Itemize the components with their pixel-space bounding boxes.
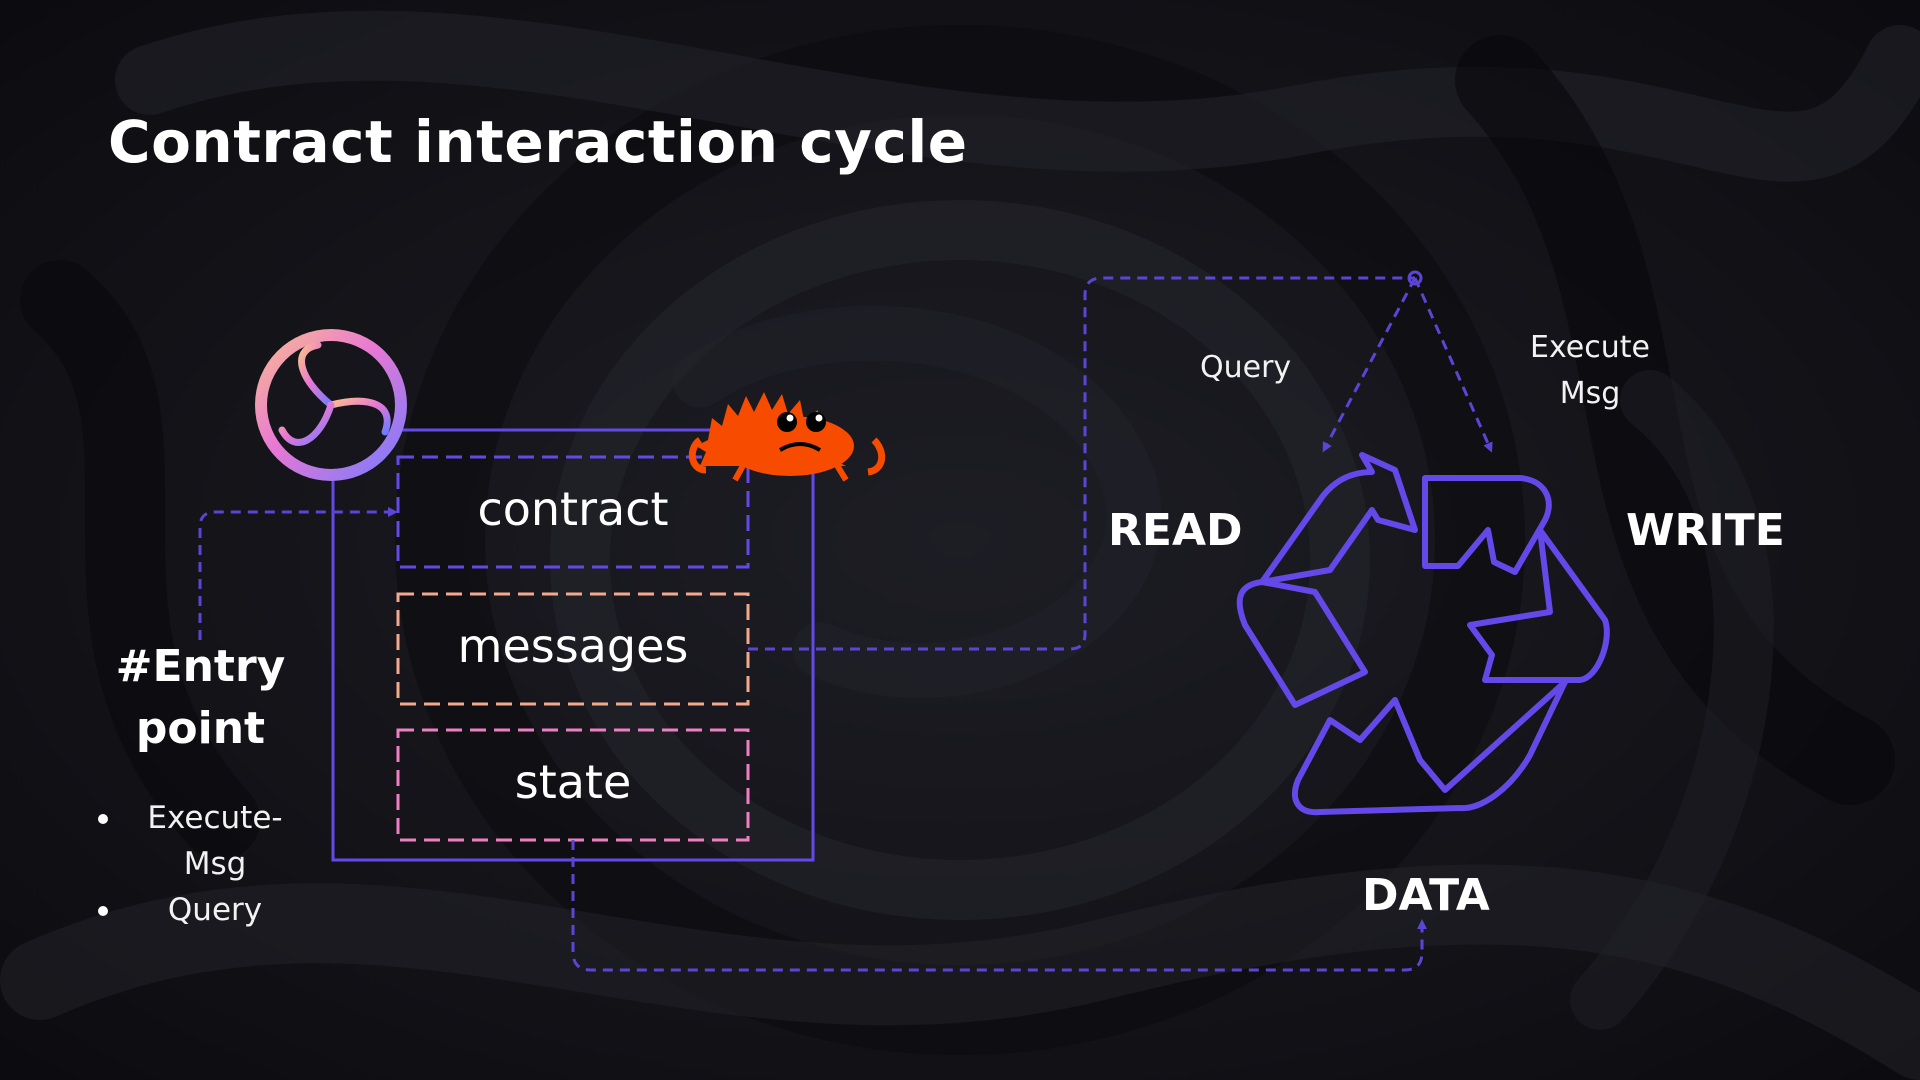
recycle-icon — [1236, 452, 1610, 816]
state-to-data-connector — [571, 840, 1427, 972]
query-label: Query — [1200, 350, 1292, 385]
entry-point-heading-line2: point — [135, 703, 266, 754]
messages-connector — [748, 276, 1415, 651]
slide-title: Contract interaction cycle — [108, 108, 968, 176]
execute-arrow — [1413, 277, 1493, 453]
entry-point-heading-line1: #Entry — [115, 641, 286, 692]
connector-junction — [1407, 270, 1423, 286]
list-item: Query — [90, 887, 320, 933]
state-section-label: state — [514, 755, 632, 809]
bullet-execute-msg: Execute-Msg — [147, 800, 283, 882]
messages-section-label: messages — [457, 619, 689, 673]
write-label: WRITE — [1626, 505, 1785, 556]
execute-label-line1: Execute — [1530, 330, 1650, 365]
bullet-query: Query — [167, 892, 263, 928]
rust-crab-icon — [688, 392, 886, 482]
contract-section-box — [396, 455, 750, 569]
entry-point-bullet-list: Execute-Msg Query — [90, 795, 320, 933]
execute-msg-label: Execute Msg — [1530, 325, 1650, 417]
query-arrow — [1322, 277, 1417, 453]
read-label: READ — [1108, 505, 1243, 556]
bullet-icon — [98, 814, 108, 824]
entry-point-arrow — [198, 507, 398, 640]
entry-point-heading: #Entry point — [98, 636, 303, 760]
execute-label-line2: Msg — [1559, 376, 1621, 411]
data-label: DATA — [1362, 870, 1490, 921]
list-item: Execute-Msg — [90, 795, 320, 887]
messages-section-box — [396, 592, 750, 706]
contract-section-label: contract — [477, 482, 669, 536]
cosmwasm-logo-icon — [255, 329, 407, 481]
bullet-icon — [98, 906, 108, 916]
